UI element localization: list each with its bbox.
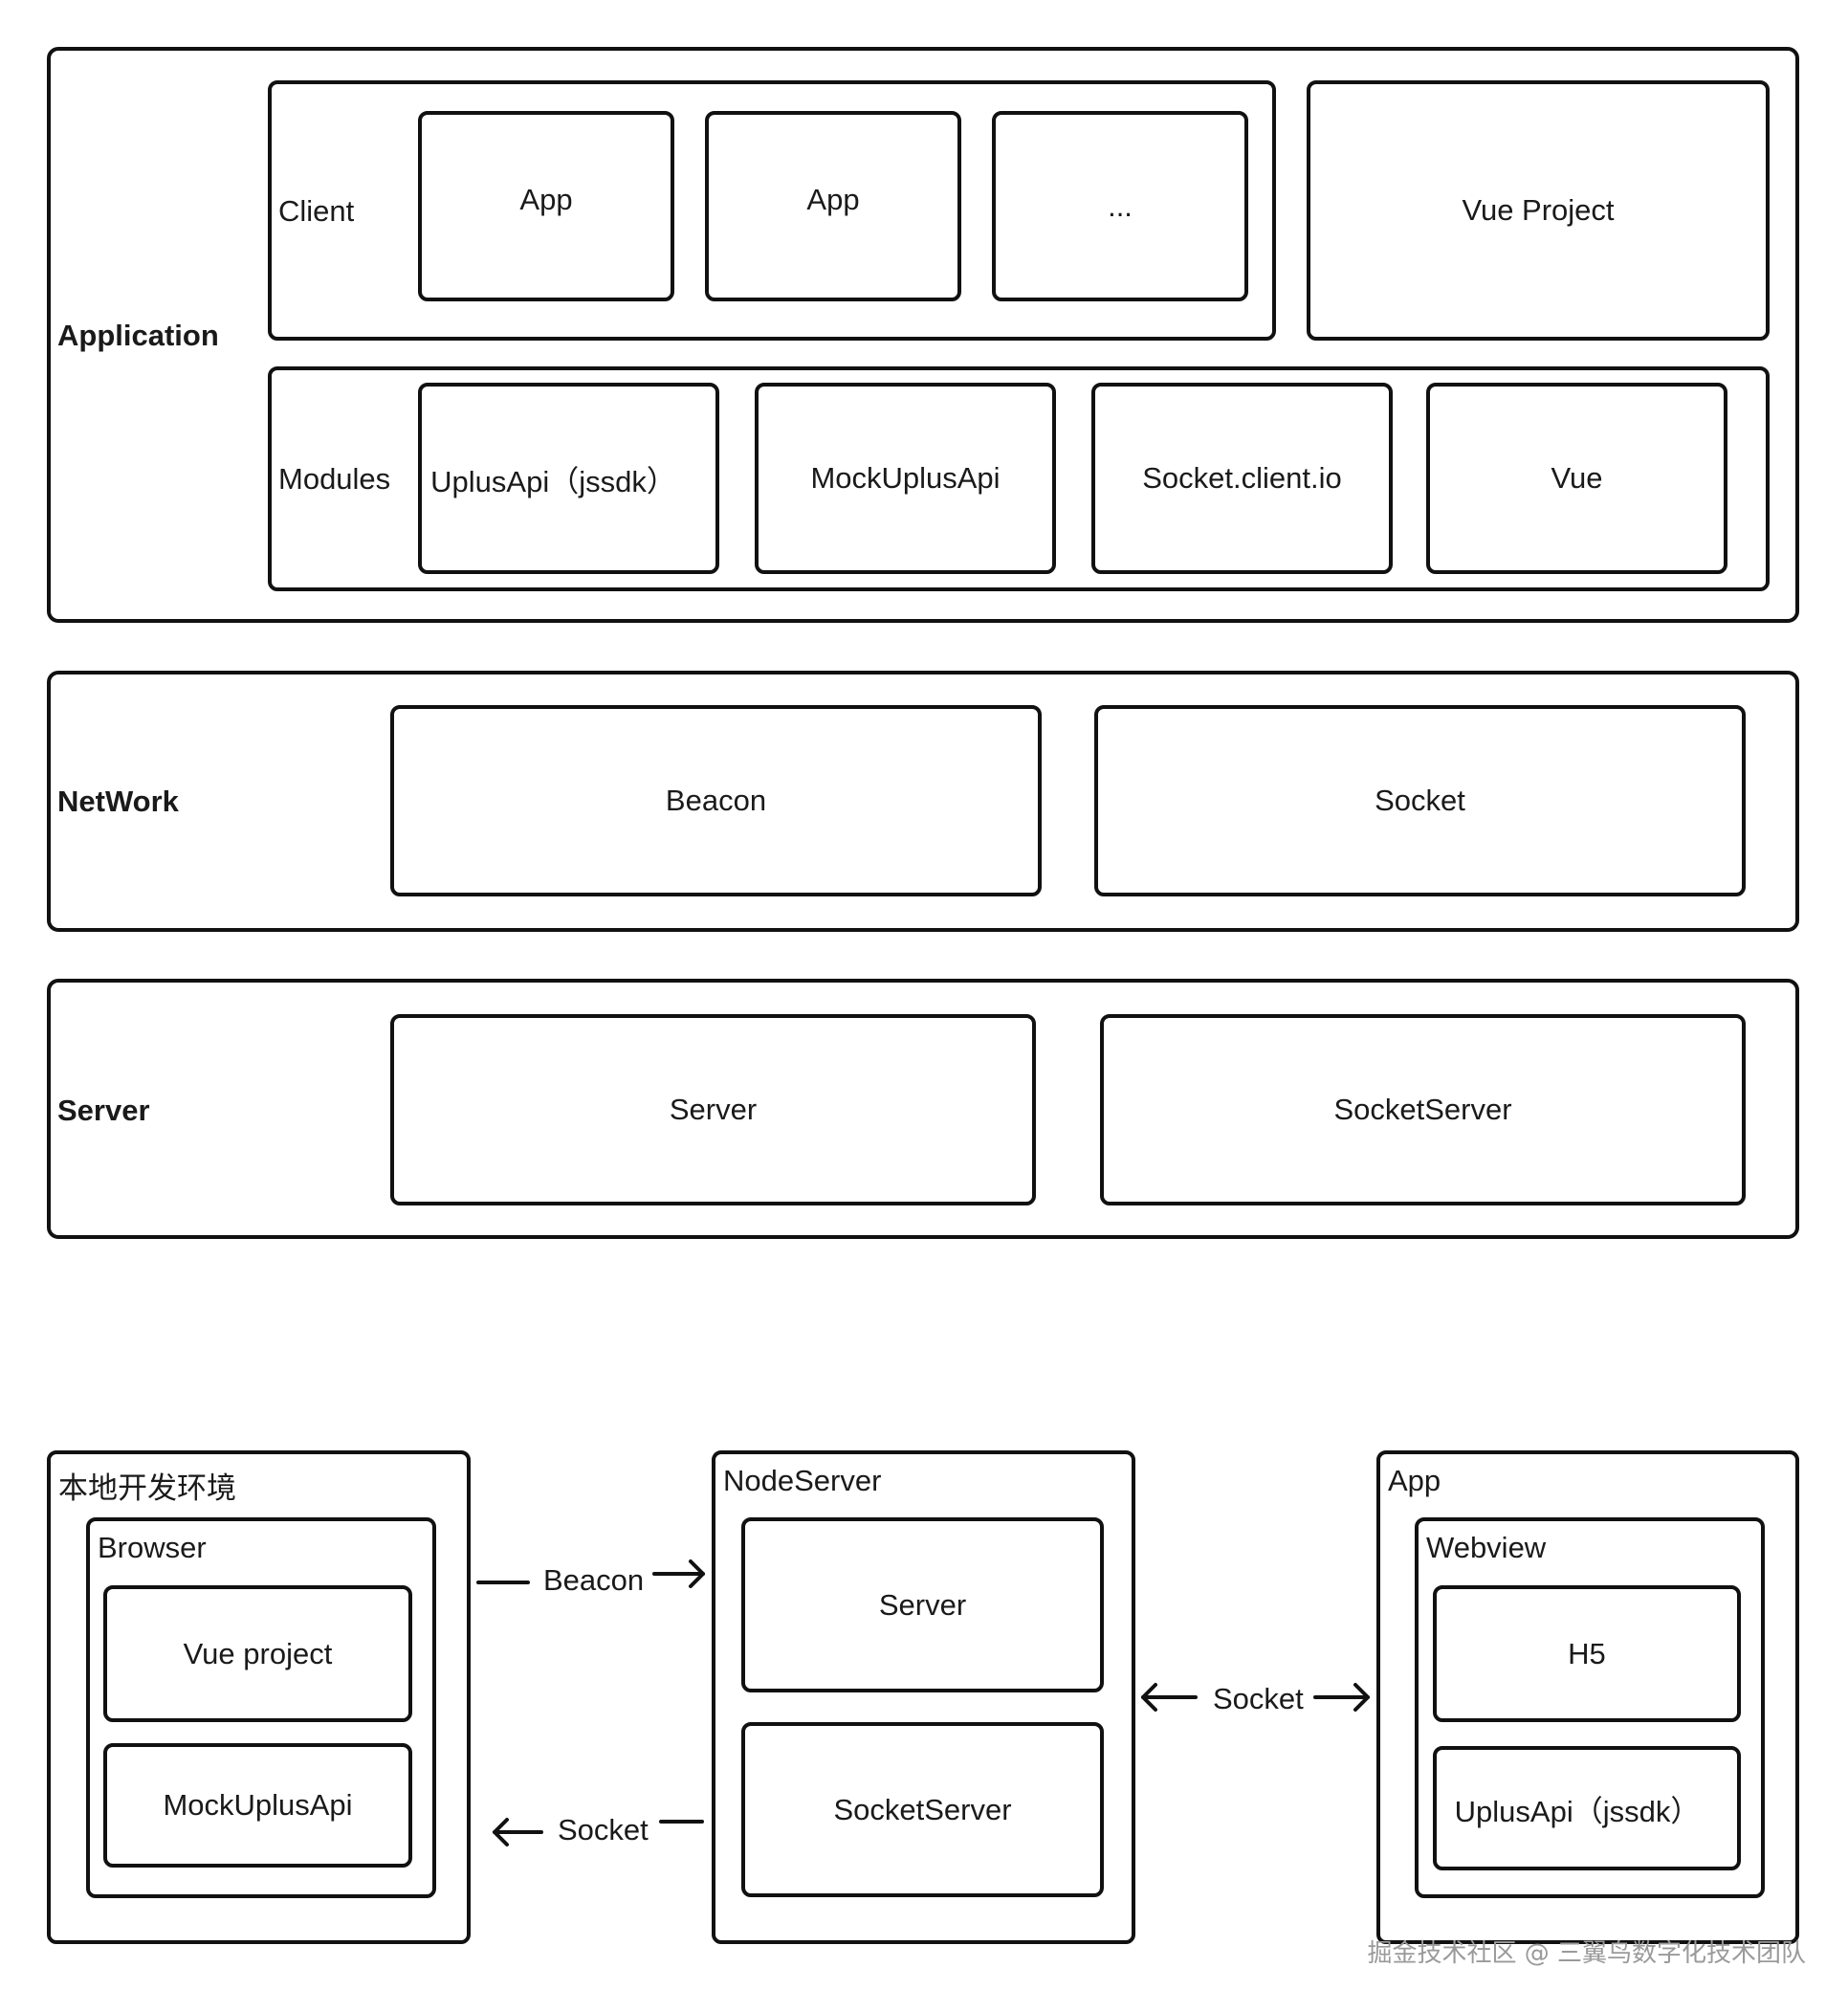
application-layer-title: Application: [57, 319, 219, 352]
module-socket-client-box: Socket.client.io: [1091, 383, 1393, 574]
app-title: App: [1388, 1464, 1441, 1497]
module-vue-box: Vue: [1426, 383, 1727, 574]
uplusapi-node: UplusApi（jssdk）: [1433, 1746, 1741, 1870]
module-uplusapi-box: UplusApi（jssdk）: [418, 383, 719, 574]
client-app-box-2: App: [705, 111, 961, 301]
client-more-box: ...: [992, 111, 1248, 301]
browser-title: Browser: [98, 1531, 207, 1564]
node-server-title: NodeServer: [723, 1464, 882, 1497]
server-server-box: Server: [390, 1014, 1036, 1205]
watermark: 掘金技术社区 @ 三翼鸟数字化技术团队: [1367, 1939, 1806, 1968]
node-server-socketserver: SocketServer: [741, 1722, 1104, 1897]
network-layer-title: NetWork: [57, 785, 179, 818]
network-beacon-box: Beacon: [390, 705, 1042, 896]
client-label: Client: [278, 194, 355, 228]
beacon-arrow-head: [689, 1559, 705, 1588]
local-env-title: 本地开发环境: [58, 1471, 236, 1505]
vue-project-node: Vue project: [103, 1585, 412, 1722]
edge-socket-both-label: Socket: [1213, 1682, 1304, 1715]
modules-label: Modules: [278, 462, 391, 496]
vue-project-box: Vue Project: [1307, 80, 1770, 341]
edge-socket-back-label: Socket: [558, 1813, 649, 1846]
client-app-box-1: App: [418, 111, 674, 301]
socket-both-right-head: [1353, 1683, 1370, 1712]
h5-node: H5: [1433, 1585, 1741, 1722]
server-layer-title: Server: [57, 1094, 150, 1127]
network-socket-box: Socket: [1094, 705, 1746, 896]
node-server-server: Server: [741, 1517, 1104, 1692]
server-socketserver-box: SocketServer: [1100, 1014, 1746, 1205]
webview-title: Webview: [1426, 1531, 1547, 1564]
edge-beacon-label: Beacon: [543, 1563, 645, 1597]
module-mockuplusapi-box: MockUplusApi: [755, 383, 1056, 574]
mock-uplusapi-node: MockUplusApi: [103, 1743, 412, 1868]
